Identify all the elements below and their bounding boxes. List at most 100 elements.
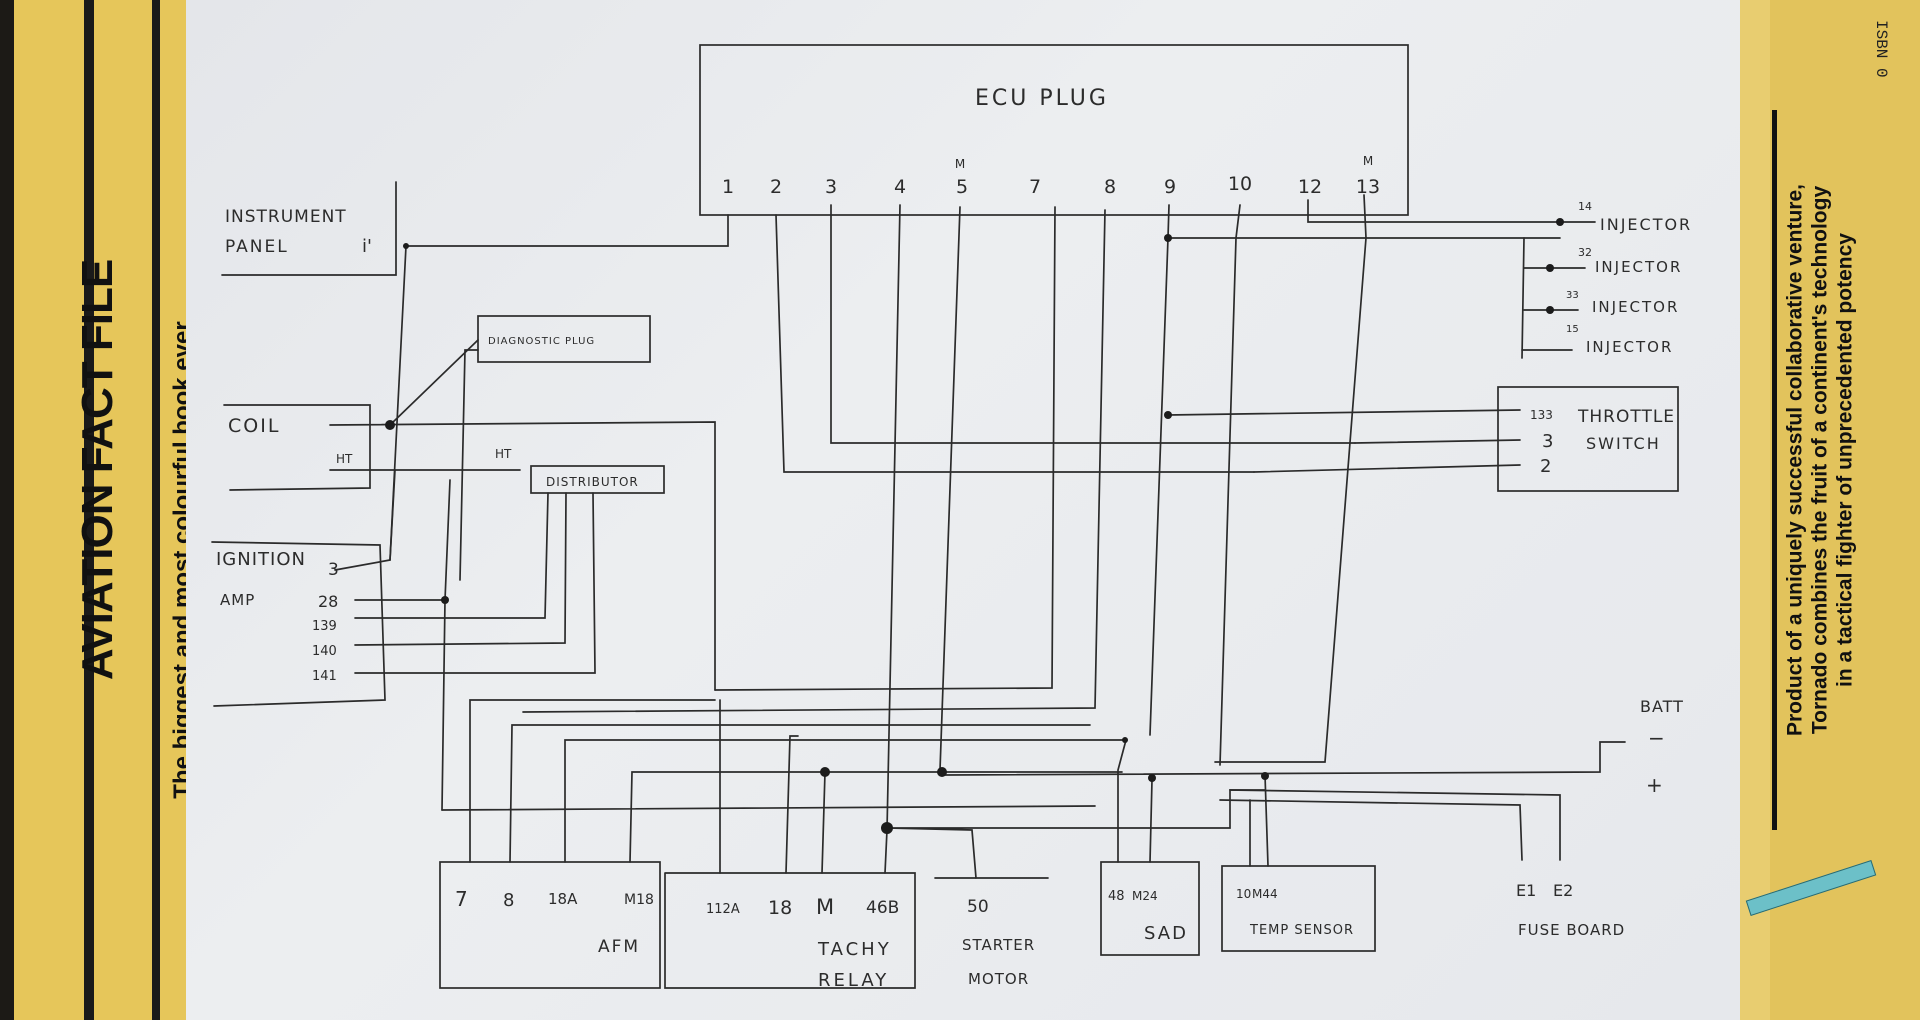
- fuse-board-label: FUSE BOARD: [1518, 921, 1625, 939]
- junction: [1546, 264, 1554, 272]
- wire-pin9-down: [1149, 237, 1169, 736]
- injector-label: INJECTOR: [1586, 338, 1673, 356]
- ignition-amp-box: [211, 541, 386, 707]
- fuse-board-pin: E2: [1553, 881, 1573, 900]
- instrument-panel-label: INSTRUMENT: [225, 207, 347, 227]
- ecu-pin-label: 5: [956, 176, 968, 198]
- wire-throttle-133: [1167, 409, 1521, 416]
- junction: [385, 420, 395, 430]
- ignition-wires: [329, 245, 716, 811]
- diagnostic-plug-box: [477, 315, 651, 363]
- wire-sad-m24: [1149, 779, 1153, 863]
- junction: [1164, 411, 1172, 419]
- coil-box: [223, 404, 371, 491]
- wire-pin1: [404, 214, 729, 247]
- tachy-relay-box: [664, 872, 916, 989]
- afm-label: AFM: [598, 937, 640, 957]
- injector-pin: 33: [1566, 290, 1579, 301]
- afm-pin: M18: [624, 892, 654, 908]
- book-stripe: [152, 0, 160, 1020]
- wire-afm-8: [509, 724, 1091, 863]
- wire-ign-141: [354, 492, 596, 674]
- ecu-pin-label: 8: [1104, 176, 1116, 198]
- junction-dots: [385, 218, 1564, 834]
- ecu-pin-labels: 1 2 3 4 5 7 8 9 10 12 13: [722, 173, 1380, 198]
- afm-box: [439, 861, 661, 989]
- junction: [1148, 774, 1156, 782]
- starter-label: STARTER: [962, 936, 1035, 954]
- temp-sensor-label: TEMP SENSOR: [1249, 923, 1354, 938]
- afm-pin: 7: [455, 887, 468, 911]
- wire-afm-m18: [629, 771, 1123, 863]
- ecu-pin-label: 9: [1164, 176, 1176, 198]
- diagnostic-plug-label: DIAGNOSTIC PLUG: [488, 336, 595, 347]
- wire-pin3: [830, 204, 1356, 444]
- ecu-pin-label: 2: [770, 176, 782, 198]
- battery-pos: +: [1646, 773, 1663, 797]
- ecu-pin-label: 10: [1228, 173, 1252, 195]
- wire-diag-down: [459, 349, 479, 581]
- injector-label: INJECTOR: [1592, 298, 1679, 316]
- wire-pin10: [1219, 204, 1241, 766]
- battery-neg: −: [1648, 726, 1665, 750]
- wire-pin4: [886, 204, 901, 831]
- wire-throttle-3: [1354, 439, 1521, 444]
- labels: ECU PLUG M M 1 2 3 4 5 7 8 9 10 12 13 IN…: [216, 86, 1692, 991]
- wire-sad-48: [1117, 739, 1127, 863]
- wire-afm-7: [469, 699, 716, 863]
- sad-label: SAD: [1144, 923, 1188, 944]
- wire-tachy-46b: [884, 829, 888, 874]
- ecu-m-mark: M: [955, 157, 965, 171]
- coil-label: COIL: [228, 415, 280, 437]
- afm-pin: 8: [503, 890, 514, 911]
- ecu-pin-label: 3: [825, 176, 837, 198]
- distributor-box: [530, 465, 665, 494]
- wire-pin8: [522, 209, 1106, 713]
- junction: [820, 767, 830, 777]
- wire-pin13: [1214, 194, 1367, 763]
- paper-sheet: [186, 0, 1740, 1020]
- tachy-pin: 112A: [706, 902, 740, 917]
- junction: [403, 243, 409, 249]
- wire-coil-ht2: [334, 469, 396, 571]
- wire-coil-to-afm: [441, 599, 446, 811]
- ecu-pin-wires: [404, 194, 1561, 831]
- wire-coil-main: [329, 421, 716, 691]
- injector-pin: 15: [1566, 324, 1579, 335]
- book-edge: [0, 0, 14, 1020]
- instrument-panel-label: PANEL: [225, 237, 289, 257]
- battery-label: BATT: [1640, 697, 1684, 716]
- wire-pin5: [939, 206, 961, 771]
- temp-sensor-box: [1221, 865, 1376, 952]
- tachy-label: RELAY: [818, 970, 889, 991]
- wire-pin7: [714, 206, 1056, 691]
- lower-harness: [441, 699, 1626, 879]
- throttle-label: SWITCH: [1586, 434, 1661, 453]
- distributor-label: DISTRIBUTOR: [546, 475, 639, 489]
- wire-throttle-2: [1253, 464, 1521, 473]
- wire-coil-diag: [389, 339, 479, 426]
- ignition-amp-label: AMP: [220, 591, 255, 609]
- ecu-pin-label: 12: [1298, 176, 1322, 198]
- wire-afm-ground: [441, 805, 1096, 811]
- starter-pin: 50: [967, 897, 989, 917]
- wire-starter-50: [886, 789, 1266, 879]
- junction: [1164, 234, 1172, 242]
- instrument-panel-box: [221, 181, 397, 276]
- tachy-pin: M: [816, 895, 834, 919]
- wire-ign-140: [354, 492, 567, 646]
- ignition-amp-label: IGNITION: [216, 549, 306, 570]
- wire-fuse-e1: [1219, 799, 1523, 861]
- injector-label: INJECTOR: [1600, 215, 1692, 234]
- afm-pin: 18A: [548, 890, 578, 908]
- wire-tachy-m: [821, 771, 826, 874]
- distributor-ht-label: HT: [495, 447, 512, 461]
- ignition-amp-pin: 140: [312, 644, 337, 659]
- wire-batt-neg: [944, 741, 1626, 776]
- injector-pin: 32: [1578, 246, 1592, 259]
- wire-ign-28: [354, 479, 451, 601]
- fuse-board-pin: E1: [1516, 881, 1536, 900]
- ignition-amp-pin: 141: [312, 669, 337, 684]
- junction: [1546, 306, 1554, 314]
- ecu-pin-label: 13: [1356, 176, 1380, 198]
